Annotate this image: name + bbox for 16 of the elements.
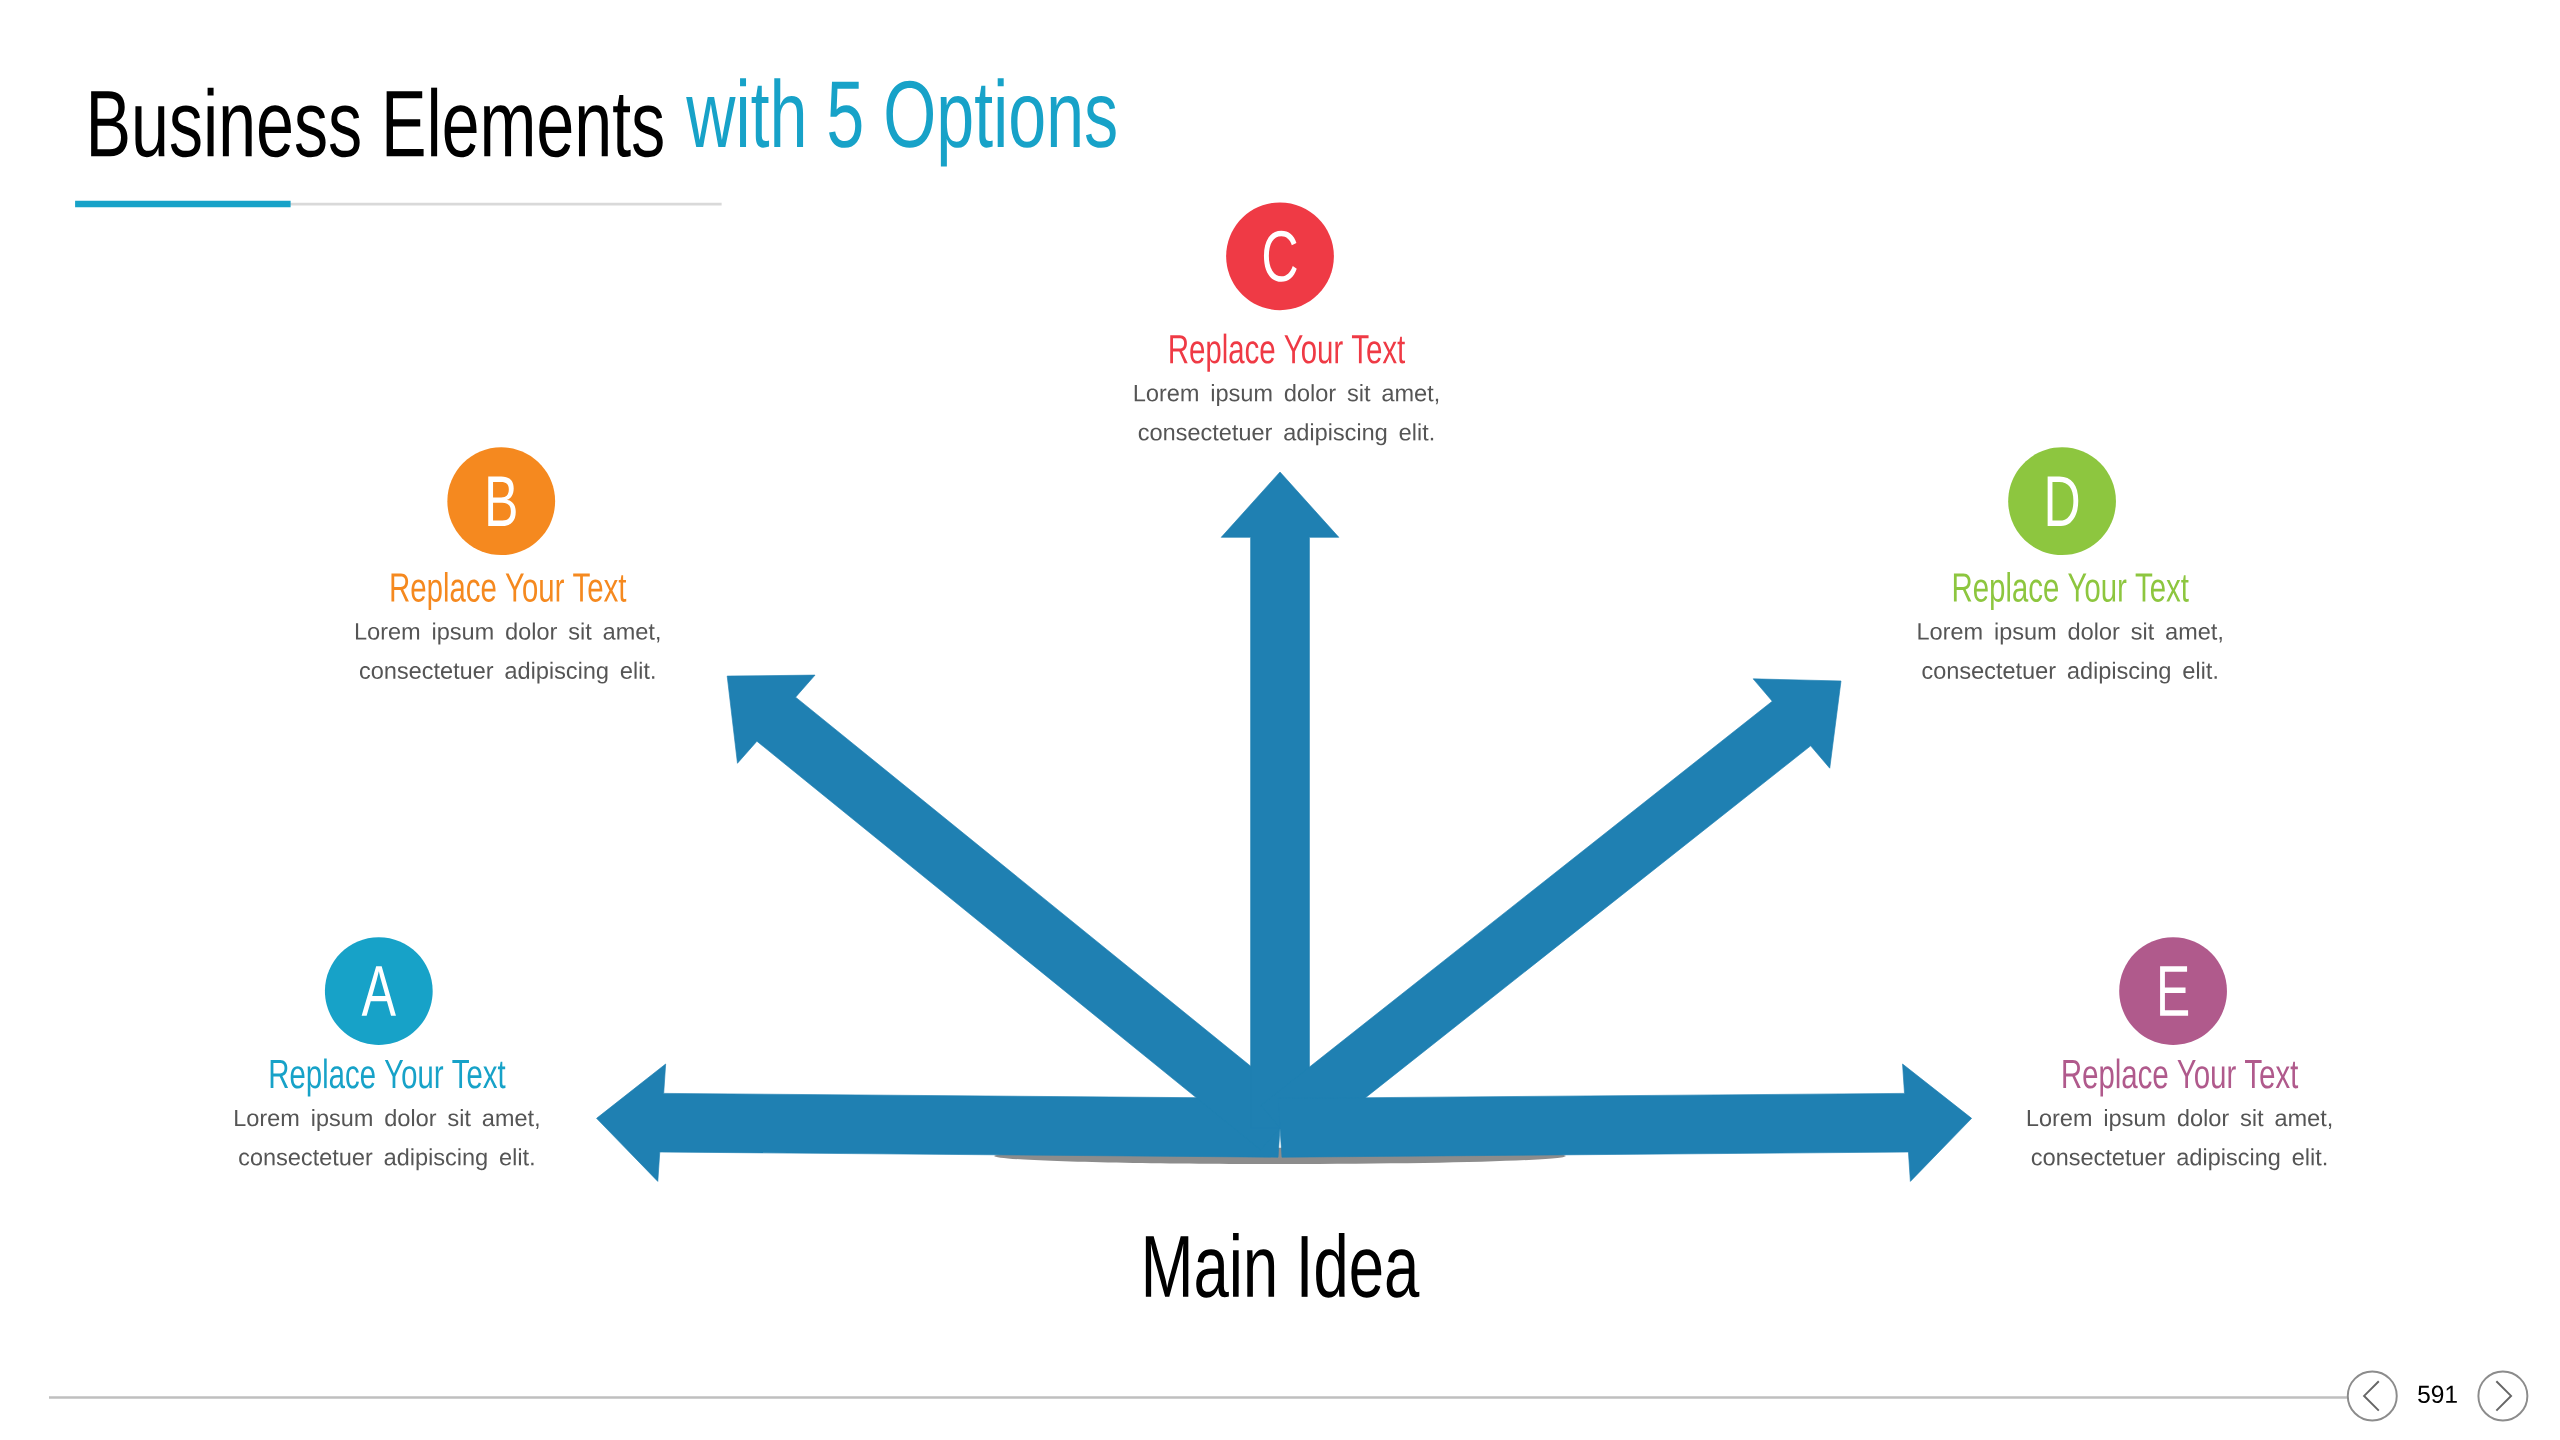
option-description: Lorem ipsum dolor sit amet, consectetuer adipiscing elit. xyxy=(2027,1109,2332,1171)
option-description: Lorem ipsum dolor sit amet, consectetuer adipiscing elit. xyxy=(1918,622,2222,684)
page-number: 591 xyxy=(2418,1385,2457,1403)
option-heading: Replace Your Text xyxy=(1170,333,1405,372)
option-heading: Replace Your Text xyxy=(391,571,627,610)
title: with 5 Options xyxy=(686,78,1116,167)
title: Business Elements xyxy=(91,87,663,158)
arrow xyxy=(1277,1063,1972,1182)
option-description: Lorem ipsum dolor sit amet, consectetuer adipiscing elit. xyxy=(356,622,660,684)
option-heading: Replace Your Text xyxy=(270,1058,506,1097)
option-description: Lorem ipsum dolor sit amet, consectetuer adipiscing elit. xyxy=(235,1109,539,1171)
arrow xyxy=(596,1063,1283,1182)
option-heading: Replace Your Text xyxy=(2063,1058,2299,1097)
option-description: Lorem ipsum dolor sit amet, consectetuer adipiscing elit. xyxy=(1134,384,1439,446)
option-heading: Replace Your Text xyxy=(1953,571,2189,610)
main-idea-text: Main Idea xyxy=(1145,1232,1420,1298)
